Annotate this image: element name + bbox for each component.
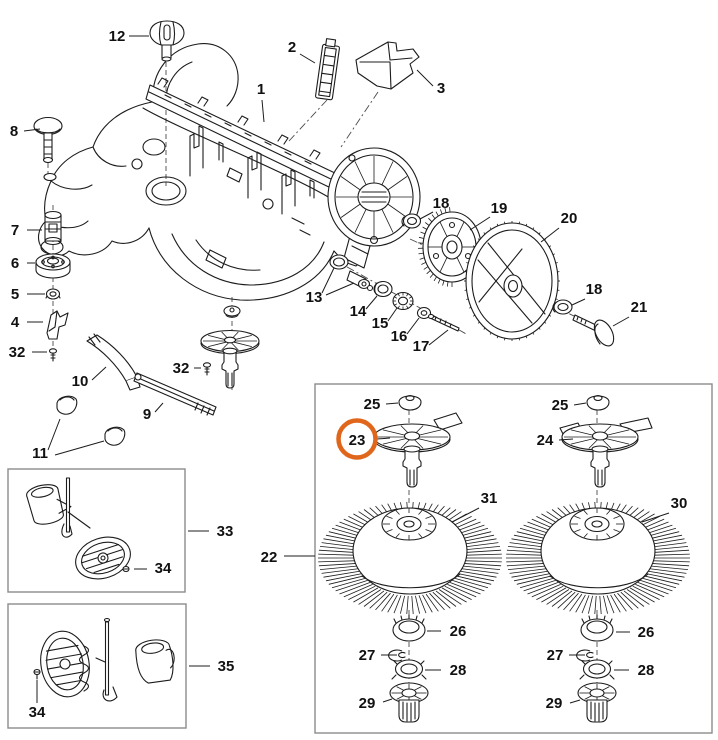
part-26-bearing-left-col: [392, 614, 426, 642]
callout-16: 16: [391, 328, 408, 345]
callout-6: 6: [11, 255, 19, 272]
callout-9: 9: [143, 406, 151, 423]
callout-25-left: 25: [364, 396, 381, 413]
part-21-axle-bolt: [572, 314, 615, 347]
callout-25-right: 25: [552, 397, 569, 414]
callout-11: 11: [32, 445, 48, 462]
part-3-deflector: [355, 41, 420, 90]
part-15-gear: [392, 291, 414, 311]
main-housing-drawing: [37, 43, 421, 301]
callout-4: 4: [11, 314, 20, 331]
callout-30: 30: [671, 495, 688, 512]
callout-18-left: 18: [433, 195, 450, 212]
part-19-gear-wheel: [417, 207, 482, 287]
part-24-impeller: [559, 417, 653, 488]
part-6-pulley: [35, 253, 71, 279]
kit-box-33: [7, 468, 186, 593]
part-34-screw-upper: [122, 565, 130, 573]
part-14-bushing: [373, 280, 393, 298]
part-8-knob-bolt: [33, 116, 63, 182]
part-4-bracket: [46, 310, 69, 340]
callout-13: 13: [306, 289, 323, 306]
callout-24: 24: [537, 432, 554, 449]
callout-18-right: 18: [586, 281, 603, 298]
part-16-nut: [416, 306, 432, 320]
callout-17: 17: [413, 338, 430, 355]
callout-29-right: 29: [546, 695, 563, 712]
part-25-cap-nut-left: [398, 394, 422, 411]
callout-29-left: 29: [359, 695, 376, 712]
part-9-rail: [133, 372, 217, 416]
part-18-bearing-left: [401, 213, 422, 229]
callout-7: 7: [11, 222, 19, 239]
callout-32-left: 32: [9, 344, 26, 361]
callout-28-left: 28: [450, 662, 467, 679]
part-17-bolt: [427, 313, 460, 332]
callout-14: 14: [350, 303, 367, 320]
callout-10: 10: [72, 373, 89, 390]
callout-26-right: 26: [638, 624, 655, 641]
leader-lines: [23, 35, 670, 704]
callout-28-right: 28: [638, 662, 655, 679]
callout-22: 22: [261, 549, 278, 566]
callout-34-lower: 34: [29, 704, 46, 721]
kit-box-22: [314, 383, 713, 734]
callout-5: 5: [11, 286, 19, 303]
part-10-lever: [86, 333, 141, 391]
part-32-screw-right: [202, 362, 212, 376]
part-34-screw-lower: [33, 668, 41, 680]
part-20-wheel: [464, 221, 560, 341]
part-12-knob: [149, 20, 185, 62]
callout-33: 33: [217, 523, 234, 540]
callout-20: 20: [561, 210, 578, 227]
callout-34-upper: 34: [155, 560, 172, 577]
callout-12: 12: [109, 28, 126, 45]
agitator-under-deck: [200, 305, 260, 389]
part-32-screw-left: [48, 348, 58, 362]
callout-27-right: 27: [547, 647, 564, 664]
callout-8: 8: [10, 123, 18, 140]
callout-19: 19: [491, 200, 508, 217]
callout-21: 21: [631, 299, 648, 316]
part-27-washer-left-col: [388, 649, 406, 662]
part-18-bearing-right: [552, 299, 573, 315]
highlight-ring-23: [336, 418, 378, 460]
callout-27-left: 27: [359, 647, 376, 664]
callout-labels: 12 8 2 3 1 7 6 5 4 32 13 14 15 16 17 18 …: [9, 28, 688, 721]
part-30-brush: [506, 501, 690, 615]
part-29-coupler-right-col: [577, 682, 617, 723]
part-2-grid-strip: [315, 38, 340, 101]
part-7-bushing: [44, 210, 62, 246]
callout-31: 31: [481, 490, 498, 507]
callout-2: 2: [288, 39, 296, 56]
part-13-shaft-set: [329, 254, 374, 292]
part-5-nut: [45, 288, 61, 300]
part-28-collar-left-col: [391, 659, 427, 680]
callout-1: 1: [257, 81, 265, 98]
part-26-bearing-right-col: [580, 614, 614, 642]
callout-35: 35: [218, 658, 235, 675]
callout-15: 15: [372, 315, 389, 332]
part-25-cap-nut-right: [586, 394, 610, 411]
callout-23-highlighted: 23: [349, 432, 366, 449]
part-23-impeller: [373, 412, 463, 488]
part-28-collar-right-col: [579, 659, 615, 680]
callout-3: 3: [437, 80, 445, 97]
kit-box-35: [7, 603, 187, 729]
callout-26-left: 26: [450, 623, 467, 640]
callout-32-right: 32: [173, 360, 190, 377]
part-31-brush: [318, 501, 502, 615]
part-29-coupler-left-col: [389, 682, 429, 723]
part-11-clips: [56, 395, 126, 446]
